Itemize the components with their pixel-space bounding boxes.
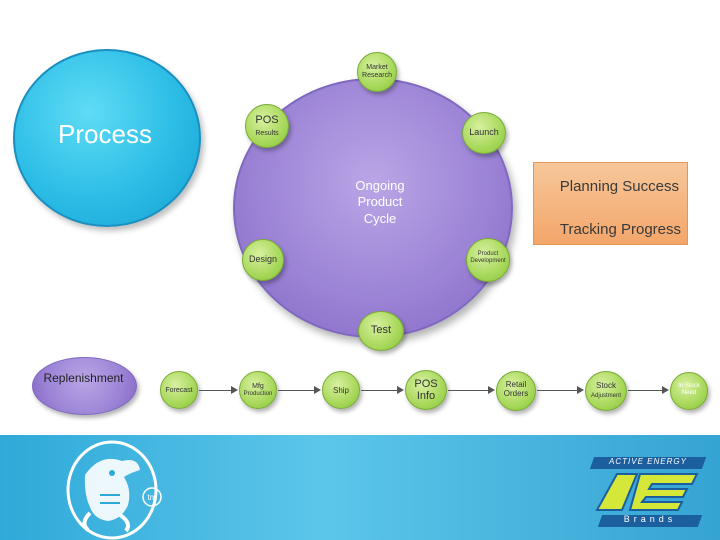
chain-retail-orders-line-1: Retail	[505, 380, 527, 389]
market-research-line-2: Research	[362, 71, 392, 79]
replenishment-label: Replenishment	[43, 371, 124, 385]
arrow-head-4	[488, 386, 495, 394]
chain-node-retail-orders	[496, 371, 536, 411]
planning-box: Planning Success Tracking Progress	[533, 162, 688, 245]
active-energy-brands-logo: ACTIVE ENERGY Brands	[589, 457, 707, 529]
chain-label-in-stock-need: In Stock Need	[665, 383, 713, 396]
replenishment-oval	[32, 357, 137, 415]
chain-mfg-line-1: Mfg	[252, 383, 264, 390]
cycle-center-line-1: Ongoing	[355, 178, 405, 193]
chain-pos-info-line-1: POS	[414, 378, 438, 390]
arrow-pos-to-retail	[448, 390, 488, 391]
design-node	[242, 239, 284, 281]
tracking-progress-text: Tracking Progress	[559, 221, 681, 238]
chain-node-mfg	[239, 371, 277, 409]
chain-label-retail-orders: Retail Orders	[491, 380, 541, 399]
chain-node-pos-info	[405, 370, 447, 410]
arrow-head-1	[231, 386, 238, 394]
pos-results-node	[245, 104, 289, 148]
market-research-line-1: Market	[366, 64, 388, 71]
chain-node-forecast	[160, 371, 198, 409]
chain-forecast-line-1: Forecast	[165, 387, 193, 394]
chain-node-ship	[322, 371, 360, 409]
arrow-head-3	[397, 386, 404, 394]
product-development-line-2: Development	[470, 257, 506, 264]
crocodile-mascot-logo: tm	[66, 440, 162, 540]
process-circle	[13, 49, 201, 227]
test-label: Test	[370, 324, 392, 336]
arrow-head-5	[577, 386, 584, 394]
pos-label: POS	[255, 114, 279, 126]
product-development-line-1: Product	[477, 251, 499, 257]
launch-node	[462, 112, 506, 154]
chain-label-forecast: Forecast	[155, 387, 203, 395]
footer-band: tm ACTIVE ENERGY Brands	[0, 435, 720, 540]
arrow-head-2	[314, 386, 321, 394]
arrow-forecast-to-mfg	[199, 390, 231, 391]
chain-node-stock-adjustment	[585, 371, 627, 411]
chain-label-mfg: Mfg Production	[232, 383, 284, 397]
chain-ship-line-1: Ship	[332, 386, 349, 395]
chain-label-stock-adjustment: Stock Adjustment	[578, 381, 634, 399]
chain-stock-line-2: Adjustment	[590, 392, 621, 399]
market-research-label: Market Research	[350, 64, 404, 79]
chain-node-in-stock-need	[670, 372, 708, 410]
chain-pos-info-line-2: Info	[416, 390, 436, 403]
design-label: Design	[248, 254, 277, 264]
cycle-center-line-2: Product	[357, 194, 403, 210]
chain-in-stock-line-2: Need	[681, 389, 697, 396]
cycle-center-line-3: Cycle	[363, 210, 397, 226]
chain-label-pos-info: POS Info	[401, 378, 451, 402]
cycle-center-label: Ongoing Product Cycle	[330, 178, 430, 227]
arrow-ship-to-pos	[361, 390, 397, 391]
market-research-node	[357, 52, 397, 92]
brand-top-text: ACTIVE ENERGY	[609, 457, 687, 466]
trademark-mark: tm	[148, 493, 157, 502]
product-development-node	[466, 238, 510, 282]
chain-retail-orders-line-2: Orders	[503, 388, 529, 398]
arrow-head-6	[662, 386, 669, 394]
chain-label-ship: Ship	[317, 386, 365, 396]
arrow-retail-to-stock	[537, 390, 577, 391]
results-label: Results	[255, 130, 279, 137]
arrow-mfg-to-ship	[278, 390, 314, 391]
launch-label: Launch	[469, 127, 499, 137]
ae-mark-icon	[595, 473, 699, 511]
process-label: Process	[58, 119, 152, 149]
chain-mfg-line-2: Production	[243, 390, 273, 397]
planning-success-text: Planning Success	[559, 178, 679, 195]
brand-bottom-text: Brands	[623, 514, 677, 524]
chain-stock-line-1: Stock	[595, 381, 616, 390]
arrow-stock-to-need	[628, 390, 662, 391]
product-development-label: Product Development	[462, 251, 514, 264]
test-node	[358, 311, 404, 351]
chain-in-stock-line-1: In Stock	[678, 383, 700, 389]
